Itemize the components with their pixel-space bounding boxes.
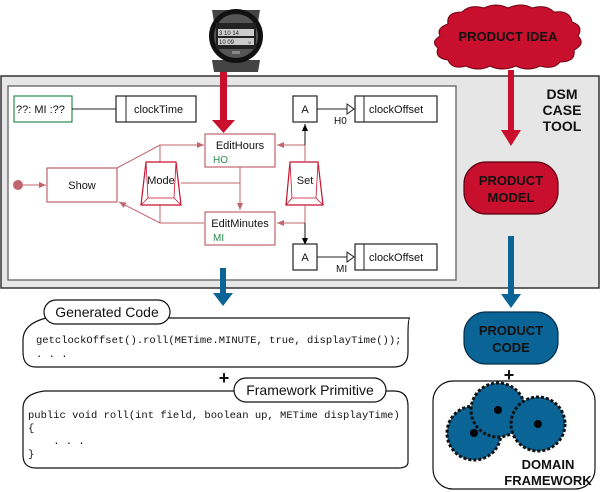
show-label: Show: [68, 180, 96, 192]
mode-label: Mode: [147, 175, 175, 187]
domain-framework-box: DOMAIN FRAMEWORK: [432, 380, 596, 490]
offset-bottom-param: MI: [336, 264, 347, 275]
dsm-label-2: CASE: [543, 102, 582, 118]
set-label: Set: [297, 175, 314, 187]
framework-line-2: {: [28, 423, 34, 435]
clock-time-label: clockTime: [134, 104, 183, 116]
product-code-label-1: PRODUCT: [479, 323, 543, 338]
product-model-label-2: MODEL: [488, 190, 535, 205]
product-code-node: PRODUCT CODE: [463, 311, 559, 365]
generated-code-title: Generated Code: [55, 304, 159, 320]
mode-button[interactable]: Mode: [140, 161, 182, 206]
generated-code-line-2: . . .: [36, 349, 68, 361]
generated-code-box: Generated Code getclockOffset().roll(MET…: [22, 299, 411, 368]
action-bottom-label: A: [301, 252, 309, 264]
plus-sign-left: +: [219, 368, 230, 388]
action-bottom[interactable]: [292, 243, 318, 271]
clock-offset-bottom-label: clockOffset: [369, 252, 423, 264]
product-idea-cloud: PRODUCT IDEA: [434, 4, 582, 70]
dsm-label-3: TOOL: [543, 118, 582, 134]
product-idea-label: PRODUCT IDEA: [459, 29, 559, 44]
offset-top-param: H0: [334, 116, 347, 127]
edit-hours-label: EditHours: [216, 140, 265, 152]
edit-minutes-tag: MI: [213, 233, 224, 244]
domain-framework-label-1: DOMAIN: [522, 457, 575, 472]
clock-offset-top-label: clockOffset: [369, 104, 423, 116]
generated-code-line-1: getclockOffset().roll(METime.MINUTE, tru…: [36, 335, 401, 347]
dsm-label-1: DSM: [546, 86, 577, 102]
edit-minutes-state[interactable]: [204, 211, 276, 246]
show-state[interactable]: [46, 167, 118, 203]
red-arrow-idea-to-model: [501, 70, 521, 146]
edit-minutes-label: EditMinutes: [211, 218, 269, 230]
clock-offset-bottom[interactable]: [354, 243, 438, 271]
framework-line-1: public void roll(int field, boolean up, …: [28, 410, 400, 422]
framework-primitive-title: Framework Primitive: [246, 382, 374, 398]
clock-offset-top[interactable]: [354, 95, 438, 123]
gear-icon: [445, 381, 567, 462]
action-top-label: A: [301, 104, 309, 116]
product-code-label-2: CODE: [492, 340, 530, 355]
start-state: [13, 180, 23, 190]
product-model-node: PRODUCT MODEL: [463, 161, 559, 215]
blue-arrow-model-to-code: [501, 236, 521, 308]
red-arrow-to-model: [212, 72, 235, 133]
blue-arrow-model-to-generated: [213, 268, 233, 306]
watch-badge: M: [248, 40, 251, 45]
framework-line-4: }: [28, 449, 34, 461]
edit-hours-tag: HO: [213, 155, 228, 166]
framework-line-3: . . .: [28, 436, 85, 448]
set-button[interactable]: Set: [285, 161, 324, 206]
framework-primitive-box: Framework Primitive public void roll(int…: [22, 377, 409, 469]
domain-framework-label-2: FRAMEWORK: [504, 473, 592, 488]
product-model-label-1: PRODUCT: [479, 173, 543, 188]
watch-line1: 3 10 14: [219, 31, 240, 37]
watch-icon: 3 10 14 10 09 M: [209, 9, 263, 72]
action-top[interactable]: [292, 95, 318, 123]
display-box-label: ??: MI :??: [16, 104, 65, 116]
plus-sign-right: +: [504, 365, 515, 385]
watch-line2: 10 09: [219, 40, 235, 46]
edit-hours-state[interactable]: [204, 133, 276, 168]
clock-time-box[interactable]: [115, 95, 197, 123]
